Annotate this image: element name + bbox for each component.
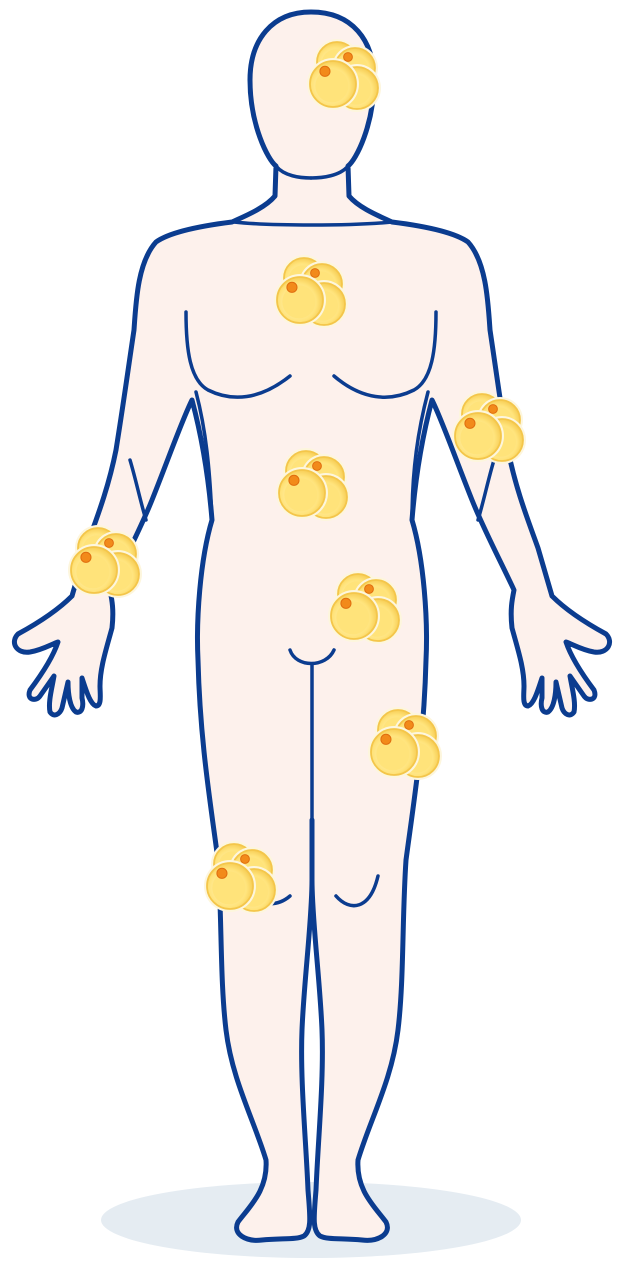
cell-nucleus (81, 552, 91, 562)
cell-nucleus (465, 418, 475, 428)
cell-nucleus (341, 598, 351, 608)
cell (368, 726, 420, 778)
cell-nucleus (105, 539, 114, 548)
cell-nucleus (217, 868, 227, 878)
cell (276, 467, 328, 519)
body-silhouette (14, 12, 609, 1240)
cell-nucleus (241, 855, 250, 864)
cell-cluster-right-thigh (368, 707, 442, 780)
cell-nucleus (405, 721, 414, 730)
cell-nucleus (344, 53, 353, 62)
cell-nucleus (320, 66, 330, 76)
cell (68, 544, 120, 596)
cell-nucleus (287, 282, 297, 292)
cell (307, 58, 359, 110)
cell-cluster-right-elbow (452, 391, 526, 464)
cell (328, 590, 380, 642)
cell-nucleus (381, 734, 391, 744)
body-outline (14, 12, 609, 1240)
cell-nucleus (489, 405, 498, 414)
cell-nucleus (311, 269, 320, 278)
cell-nucleus (313, 462, 322, 471)
cell (452, 410, 504, 462)
cell-nucleus (365, 585, 374, 594)
cell (274, 274, 326, 326)
cell-nucleus (289, 475, 299, 485)
cell (204, 860, 256, 912)
